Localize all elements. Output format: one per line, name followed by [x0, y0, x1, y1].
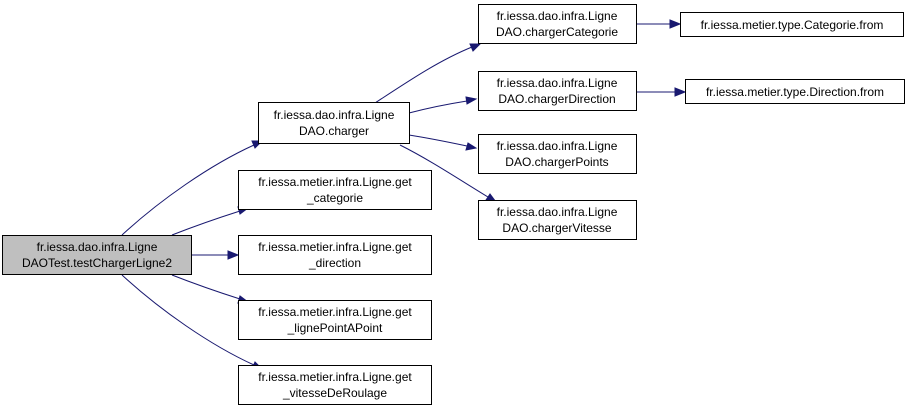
node-charger[interactable]: fr.iessa.dao.infra.Ligne DAO.charger — [258, 102, 410, 144]
node-root-box — [2, 235, 192, 275]
edge-root-to-get-direction-arrowhead — [227, 250, 240, 260]
edge-charger-to-chargercategorie-arrowhead — [469, 43, 482, 52]
node-get-direction-box — [238, 235, 432, 275]
node-chargerdirection[interactable]: fr.iessa.dao.infra.Ligne DAO.chargerDire… — [478, 71, 637, 111]
node-chargerdirection-box — [478, 71, 637, 111]
node-categorie-from[interactable]: fr.iessa.metier.type.Categorie.from — [680, 12, 904, 37]
edge-charger-to-chargerdirection-arrowhead — [465, 96, 478, 105]
node-chargerdirection-label-2: DAO.chargerDirection — [498, 92, 615, 106]
node-direction-from[interactable]: fr.iessa.metier.type.Direction.from — [685, 79, 905, 104]
edge-charger-to-chargercategorie — [374, 46, 473, 104]
edge-root-to-charger — [121, 144, 255, 236]
edge-root-to-get-lignepointapoint — [171, 274, 241, 300]
node-chargerpoints-label-2: DAO.chargerPoints — [505, 155, 608, 169]
edge-charger-to-chargerpoints — [408, 134, 468, 147]
node-get-categorie-label-2: _categorie — [306, 191, 363, 205]
edge-root-to-get-categorie — [171, 210, 241, 236]
node-root-label-2: DAOTest.testChargerLigne2 — [22, 256, 172, 270]
node-get-vitessederoulage-box — [238, 365, 432, 405]
node-get-direction[interactable]: fr.iessa.metier.infra.Ligne.get _directi… — [238, 235, 432, 275]
node-direction-from-box — [685, 79, 905, 104]
node-chargervitesse-label-1: fr.iessa.dao.infra.Ligne — [497, 205, 618, 219]
node-get-lignepointapoint-label-1: fr.iessa.metier.infra.Ligne.get — [258, 305, 412, 319]
node-chargerpoints-box — [478, 134, 637, 174]
node-charger-box — [258, 102, 410, 144]
node-get-direction-label-2: _direction — [308, 256, 361, 270]
edge-charger-to-chargerdirection — [408, 100, 468, 114]
node-chargercategorie-label-1: fr.iessa.dao.infra.Ligne — [497, 9, 618, 23]
node-get-categorie[interactable]: fr.iessa.metier.infra.Ligne.get _categor… — [238, 170, 432, 210]
node-get-direction-label-1: fr.iessa.metier.infra.Ligne.get — [258, 240, 412, 254]
node-get-lignepointapoint-label-2: _lignePointAPoint — [287, 321, 383, 335]
node-categorie-from-label: fr.iessa.metier.type.Categorie.from — [701, 18, 884, 32]
node-charger-label-1: fr.iessa.dao.infra.Ligne — [274, 108, 395, 122]
edge-charger-to-chargerpoints-arrowhead — [465, 142, 478, 151]
edge-root-to-get-vitessederoulage — [121, 274, 255, 366]
edge-chargercategorie-to-categorie-from-arrowhead — [669, 19, 682, 29]
node-get-categorie-label-1: fr.iessa.metier.infra.Ligne.get — [258, 175, 412, 189]
node-chargerdirection-label-1: fr.iessa.dao.infra.Ligne — [497, 76, 618, 90]
node-root[interactable]: fr.iessa.dao.infra.Ligne DAOTest.testCha… — [2, 235, 192, 275]
node-chargervitesse-box — [478, 200, 637, 240]
node-charger-label-2: DAO.charger — [299, 124, 369, 138]
node-get-vitessederoulage-label-1: fr.iessa.metier.infra.Ligne.get — [258, 370, 412, 384]
edge-chargerdirection-to-direction-from-arrowhead — [674, 87, 687, 97]
node-get-lignepointapoint-box — [238, 300, 432, 340]
node-get-categorie-box — [238, 170, 432, 210]
node-chargercategorie[interactable]: fr.iessa.dao.infra.Ligne DAO.chargerCate… — [478, 4, 637, 44]
node-chargervitesse[interactable]: fr.iessa.dao.infra.Ligne DAO.chargerVite… — [478, 200, 637, 240]
node-get-lignepointapoint[interactable]: fr.iessa.metier.infra.Ligne.get _lignePo… — [238, 300, 432, 340]
edge-charger-to-chargervitesse — [399, 144, 489, 198]
node-chargerpoints-label-1: fr.iessa.dao.infra.Ligne — [497, 139, 618, 153]
node-chargerpoints[interactable]: fr.iessa.dao.infra.Ligne DAO.chargerPoin… — [478, 134, 637, 174]
node-chargercategorie-label-2: DAO.chargerCategorie — [496, 25, 618, 39]
node-get-vitessederoulage[interactable]: fr.iessa.metier.infra.Ligne.get _vitesse… — [238, 365, 432, 405]
node-categorie-from-box — [680, 12, 904, 37]
node-direction-from-label: fr.iessa.metier.type.Direction.from — [706, 85, 884, 99]
node-root-label-1: fr.iessa.dao.infra.Ligne — [37, 240, 158, 254]
node-chargercategorie-box — [478, 4, 637, 44]
node-get-vitessederoulage-label-2: _vitesseDeRoulage — [282, 386, 387, 400]
node-chargervitesse-label-2: DAO.chargerVitesse — [502, 221, 611, 235]
